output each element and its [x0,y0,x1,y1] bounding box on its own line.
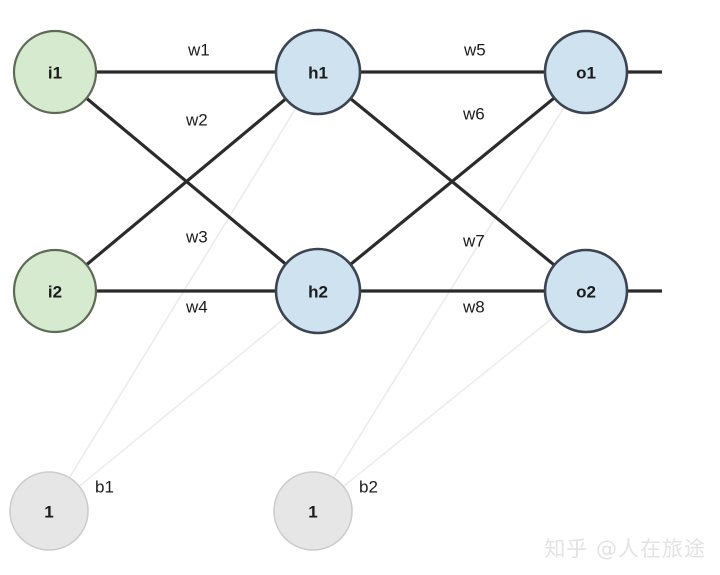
watermark: 知乎 @人在旅途 [544,537,706,561]
node-label-b1: 1 [44,503,53,522]
edge-w7 [349,96,556,266]
edge-label-w5: w5 [463,41,486,60]
edge-label-w8: w8 [462,298,485,317]
edge-label-w1: w1 [187,41,210,60]
node-circle-o2 [543,248,629,334]
node-o1[interactable]: o1 [543,29,629,115]
node-circle-h2 [274,247,362,335]
node-circle-b2 [273,471,353,551]
edge-b2o2 [342,316,555,488]
node-b2[interactable]: 1 [273,471,353,551]
node-i2[interactable]: i2 [12,248,98,334]
edge-b1h1 [68,107,297,479]
node-label-b2: 1 [308,503,317,522]
node-circle-i2 [12,248,98,334]
output-stub-layer [627,70,662,293]
edge-label-w6: w6 [462,105,485,124]
edge-label-w7: w7 [462,232,485,251]
node-label-h2: h2 [308,283,328,302]
node-i1[interactable]: i1 [12,29,98,115]
node-b1[interactable]: 1 [9,471,89,551]
label-layer: w1 w2 w3 w4 w5 w6 w7 w8 b1 b2 [95,41,486,497]
node-circle-b1 [9,471,89,551]
weight-edge-layer [85,70,556,293]
node-label-o1: o1 [576,64,596,83]
node-layer: i1 i2 h1 h2 o1 o2 1 1 [9,28,629,551]
node-h1[interactable]: h1 [274,28,362,116]
node-o2[interactable]: o2 [543,248,629,334]
edge-b1h2 [78,316,286,487]
node-label-i1: i1 [48,64,62,83]
node-circle-h1 [274,28,362,116]
node-label-h1: h1 [308,64,328,83]
edge-label-w3: w3 [185,228,208,247]
edge-label-w4: w4 [185,298,208,317]
edge-w3 [85,97,287,266]
node-circle-i1 [12,29,98,115]
node-label-o2: o2 [576,283,596,302]
node-h2[interactable]: h2 [274,247,362,335]
edge-label-w2: w2 [185,111,208,130]
bias-label-b1: b1 [95,478,114,497]
node-circle-o1 [543,29,629,115]
bias-label-b2: b2 [359,478,378,497]
node-label-i2: i2 [48,283,62,302]
